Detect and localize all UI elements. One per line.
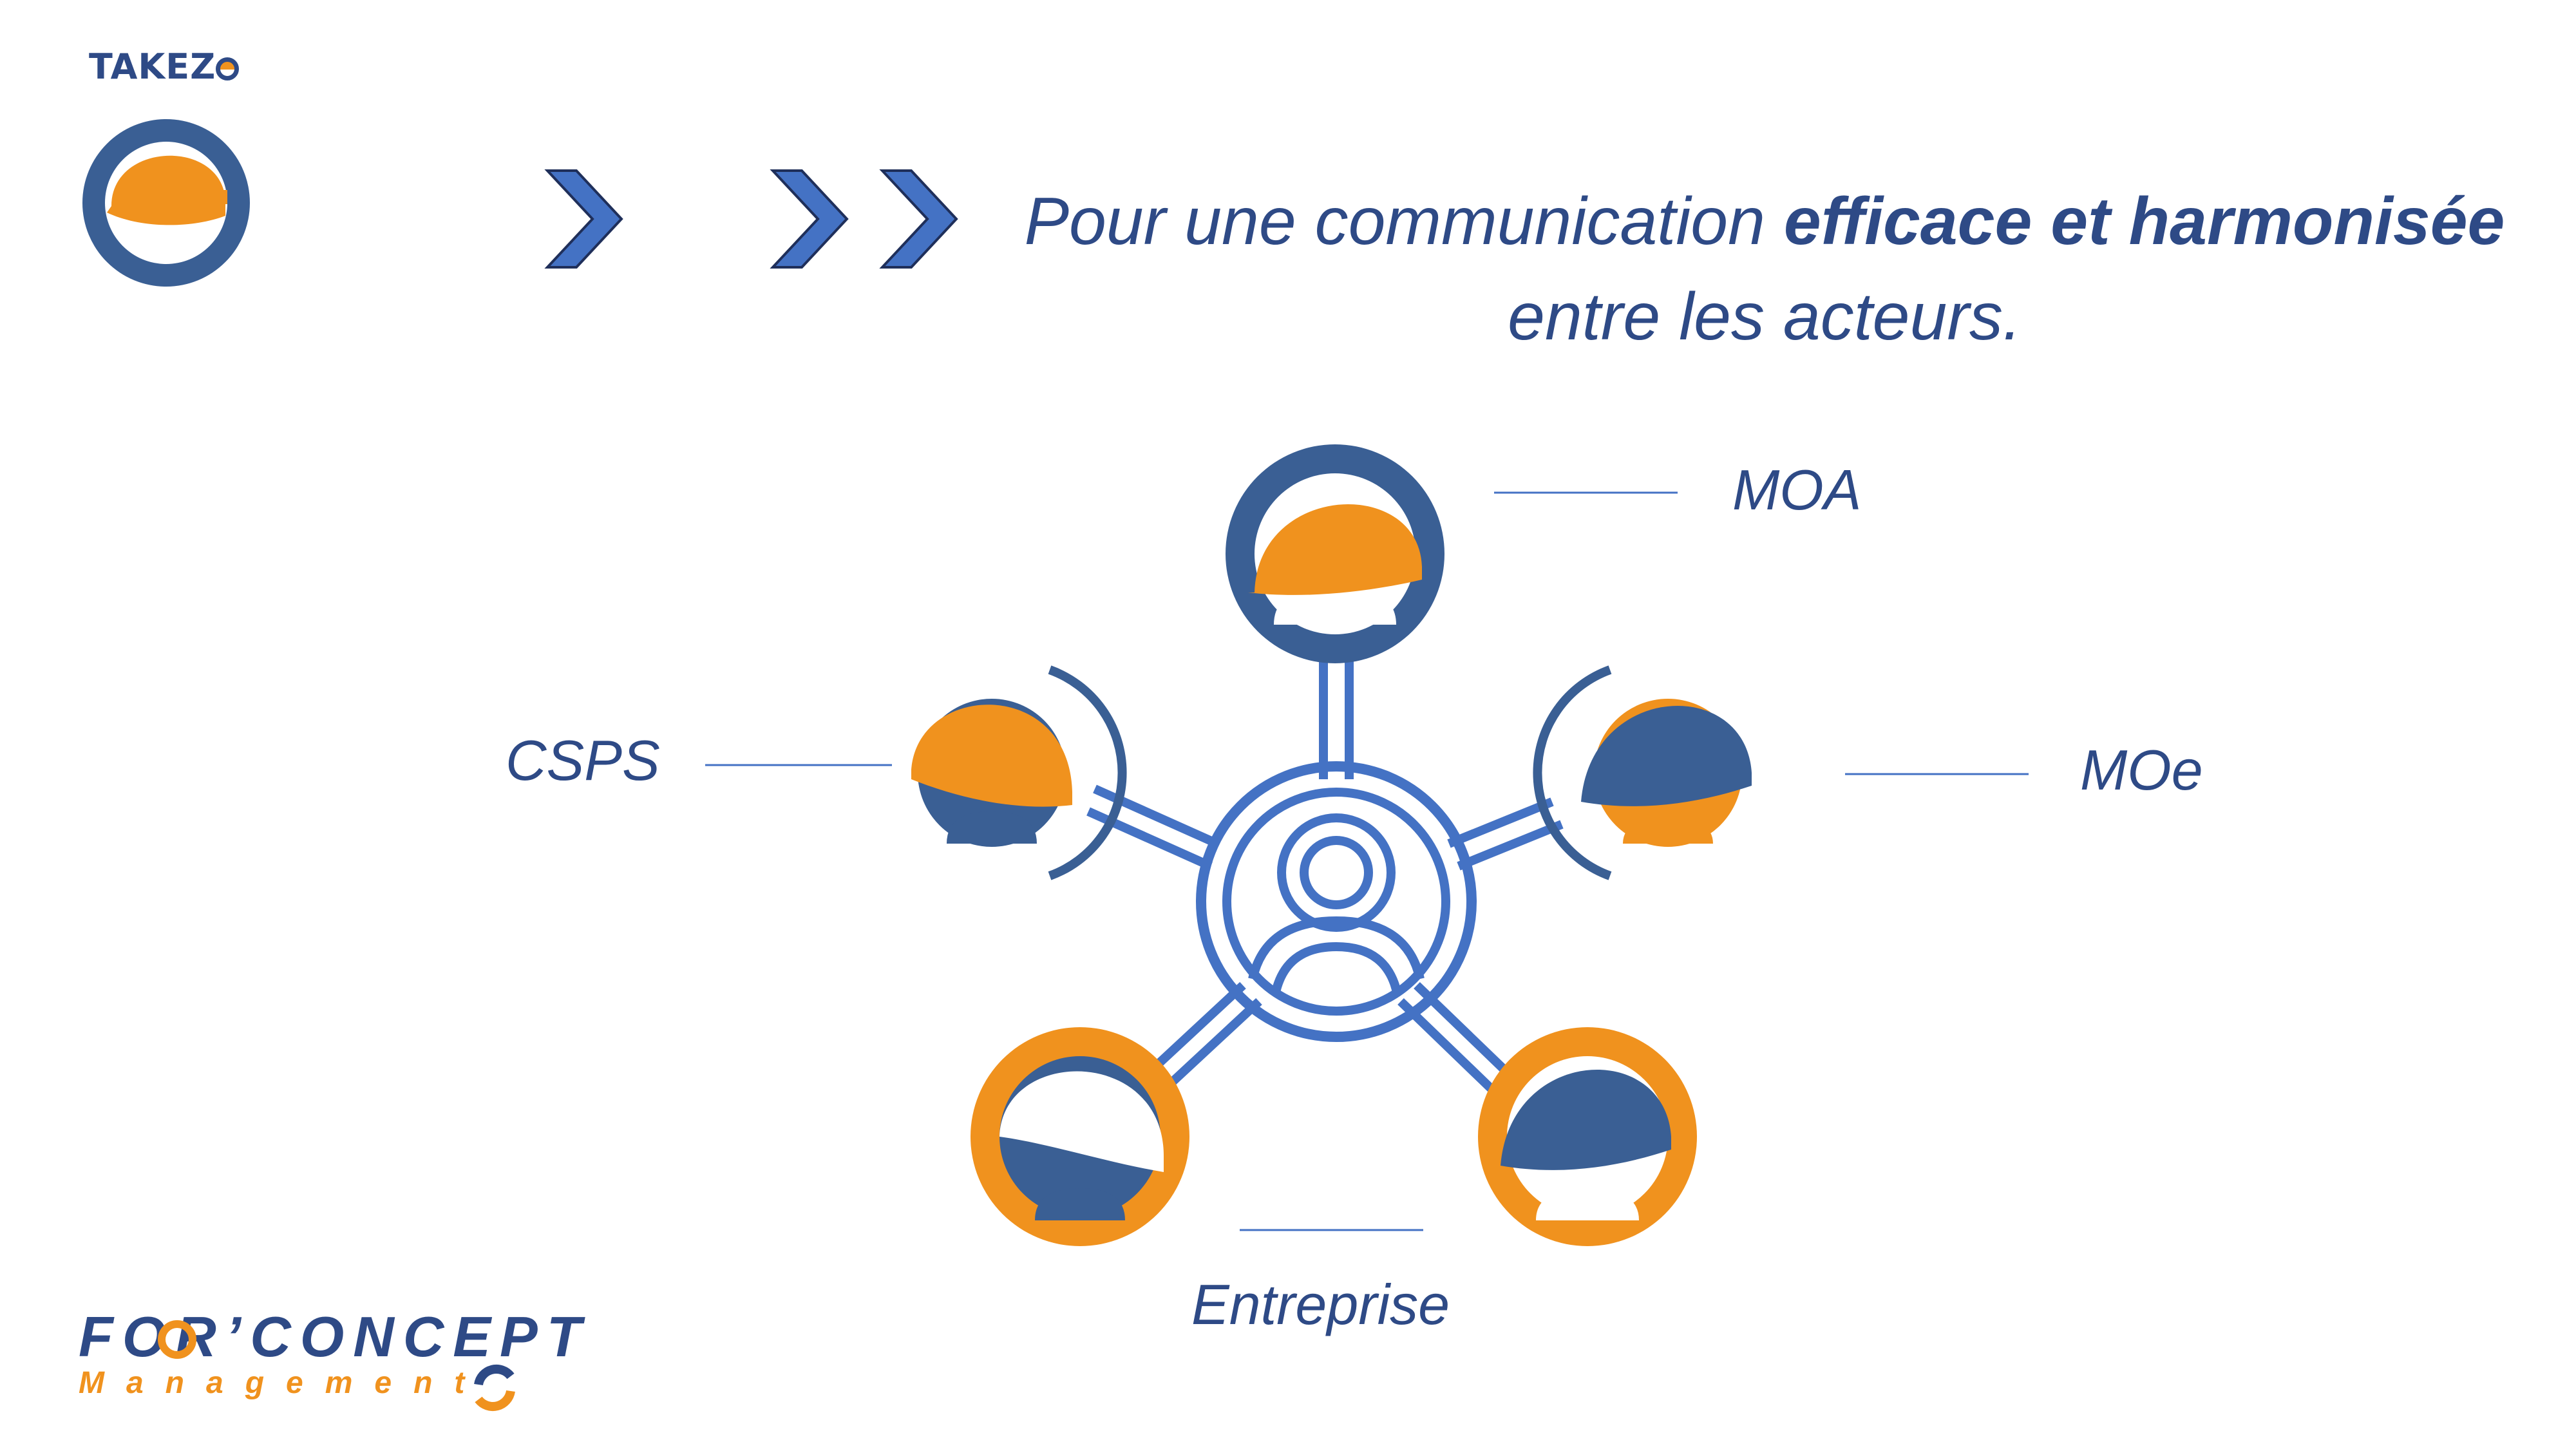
headline-emphasis: efficace et harmonisée: [1783, 184, 2505, 259]
label-csps: CSPS: [506, 728, 660, 792]
chevron-right-icon: [770, 169, 849, 269]
person-network-icon: [1196, 761, 1477, 1042]
entreprise-right-helmet-avatar-icon: [1478, 1027, 1697, 1246]
moa-helmet-avatar-icon: [1226, 444, 1444, 663]
headline-part2: entre les acteurs.: [1508, 279, 2022, 354]
logo-helmet-icon: [82, 119, 250, 287]
takezo-logo: TAKEZ: [89, 46, 240, 87]
forconcept-o-icon: [158, 1320, 196, 1359]
label-moe: MOe: [2080, 738, 2203, 802]
takezo-logo-o-icon: [216, 57, 240, 80]
network-spokes: [1086, 657, 1564, 1092]
label-moa: MOA: [1732, 458, 1862, 522]
chevron-right-icon: [544, 169, 623, 269]
moe-helmet-avatar-icon: [1533, 665, 1752, 880]
forconcept-logo-icon: [474, 1364, 515, 1412]
label-entreprise: Entreprise: [1191, 1273, 1450, 1336]
takezo-logo-text: TAKEZ: [89, 46, 216, 87]
csps-helmet-avatar-icon: [911, 665, 1127, 880]
headline: Pour une communication efficace et harmo…: [966, 174, 2563, 365]
entreprise-left-helmet-avatar-icon: [971, 1027, 1189, 1246]
forconcept-brand-subtitle: Management: [79, 1366, 487, 1400]
headline-part1: Pour une communication: [1024, 184, 1784, 259]
label-leader-lines: [705, 491, 2029, 1231]
chevron-right-icon: [879, 169, 958, 269]
